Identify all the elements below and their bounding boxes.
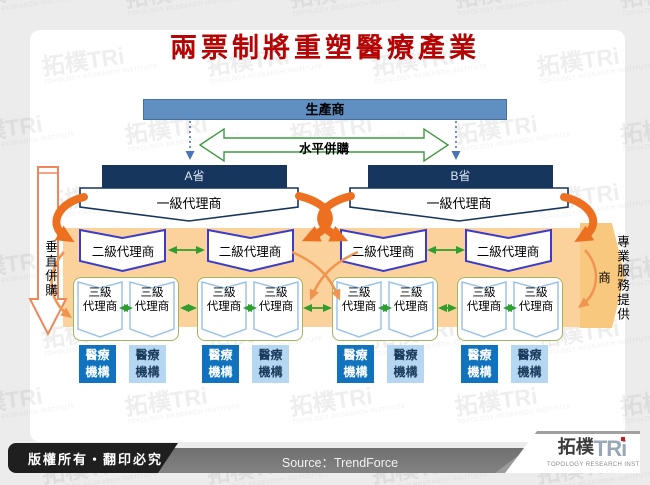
- tier3-line1: 三級: [472, 287, 496, 299]
- medical-line1: 醫療: [208, 348, 233, 362]
- tier2-label-4: 二級代理商: [476, 245, 540, 259]
- medical-box-5: 醫療機構: [337, 345, 374, 383]
- medical-box-7: 醫療機構: [461, 345, 498, 383]
- tier3-label: 三級代理商: [513, 287, 559, 314]
- service-provider-label: 專業服務提供商: [596, 234, 629, 322]
- medical-line1: 醫療: [467, 348, 492, 362]
- tri-logo: 拓樸TRi TOPOLOGY RESEARCH INSTITUTE: [547, 436, 650, 468]
- medical-line2: 機構: [85, 365, 110, 379]
- province-b-box: B省: [368, 165, 553, 188]
- medical-line1: 醫療: [135, 348, 160, 362]
- logo-subtitle: TOPOLOGY RESEARCH INSTITUTE: [547, 462, 650, 468]
- tier3-line2: 代理商: [82, 300, 118, 313]
- medical-box-4: 醫療機構: [252, 345, 289, 383]
- horizontal-merger-label: 水平併購: [298, 142, 349, 156]
- tier2-label-1: 二級代理商: [91, 245, 155, 259]
- tier3-line1: 三級: [347, 287, 371, 299]
- tier3-line1: 三級: [524, 287, 548, 299]
- logo-red-dot-icon: [621, 437, 626, 441]
- tier3-line1: 三級: [140, 287, 164, 299]
- medical-line2: 機構: [393, 365, 418, 379]
- tier3-line2: 代理商: [341, 300, 377, 313]
- medical-box-3: 醫療機構: [202, 345, 239, 383]
- logo-zh-text: 拓樸: [557, 437, 594, 457]
- tier3-line1: 三級: [88, 287, 112, 299]
- tier1-label-a: 一級代理商: [156, 196, 222, 211]
- medical-line2: 機構: [208, 365, 233, 379]
- source-text: Source：TrendForce: [281, 456, 399, 470]
- province-a-box: A省: [102, 165, 287, 188]
- tier3-label: 三級代理商: [336, 287, 382, 314]
- medical-line1: 醫療: [393, 348, 418, 362]
- medical-box-2: 醫療機構: [129, 345, 166, 383]
- medical-line1: 醫療: [85, 348, 110, 362]
- tier3-line2: 代理商: [518, 300, 554, 313]
- medical-line2: 機構: [258, 365, 283, 379]
- medical-line2: 機構: [343, 365, 368, 379]
- page-title: 兩票制將重塑醫療產業: [170, 33, 480, 64]
- medical-line2: 機構: [517, 365, 542, 379]
- tier3-label: 三級代理商: [129, 287, 175, 314]
- tier3-line2: 代理商: [258, 300, 294, 313]
- tier3-line2: 代理商: [134, 300, 170, 313]
- tier3-label: 三級代理商: [253, 287, 299, 314]
- medical-line1: 醫療: [517, 348, 542, 362]
- tier3-line2: 代理商: [393, 300, 429, 313]
- tier3-label: 三級代理商: [77, 287, 123, 314]
- tier3-label: 三級代理商: [388, 287, 434, 314]
- footer-gray-bar: [138, 448, 558, 473]
- medical-line2: 機構: [467, 365, 492, 379]
- tier1-label-b: 一級代理商: [426, 196, 492, 211]
- tier3-label: 三級代理商: [201, 287, 247, 314]
- tier2-label-3: 二級代理商: [351, 245, 415, 259]
- tier3-label: 三級代理商: [461, 287, 507, 314]
- medical-box-6: 醫療機構: [387, 345, 424, 383]
- vertical-merger-label: 垂直併購: [43, 240, 57, 298]
- medical-line1: 醫療: [258, 348, 283, 362]
- logo-en-letters: TRi: [593, 436, 627, 461]
- copyright-text: 版權所有‧翻印必究: [28, 452, 164, 467]
- medical-box-8: 醫療機構: [511, 345, 548, 383]
- medical-box-1: 醫療機構: [79, 345, 116, 383]
- logo-en-text: TRi: [593, 436, 627, 461]
- footer-copyright-block: [8, 443, 178, 473]
- tier2-label-2: 二級代理商: [218, 245, 282, 259]
- tier3-line1: 三級: [399, 287, 423, 299]
- producer-box: 生產商: [143, 99, 507, 120]
- tier3-line2: 代理商: [466, 300, 502, 313]
- tier3-line2: 代理商: [206, 300, 242, 313]
- medical-line2: 機構: [135, 365, 160, 379]
- medical-line1: 醫療: [343, 348, 368, 362]
- tier3-line1: 三級: [264, 287, 288, 299]
- tier3-line1: 三級: [212, 287, 236, 299]
